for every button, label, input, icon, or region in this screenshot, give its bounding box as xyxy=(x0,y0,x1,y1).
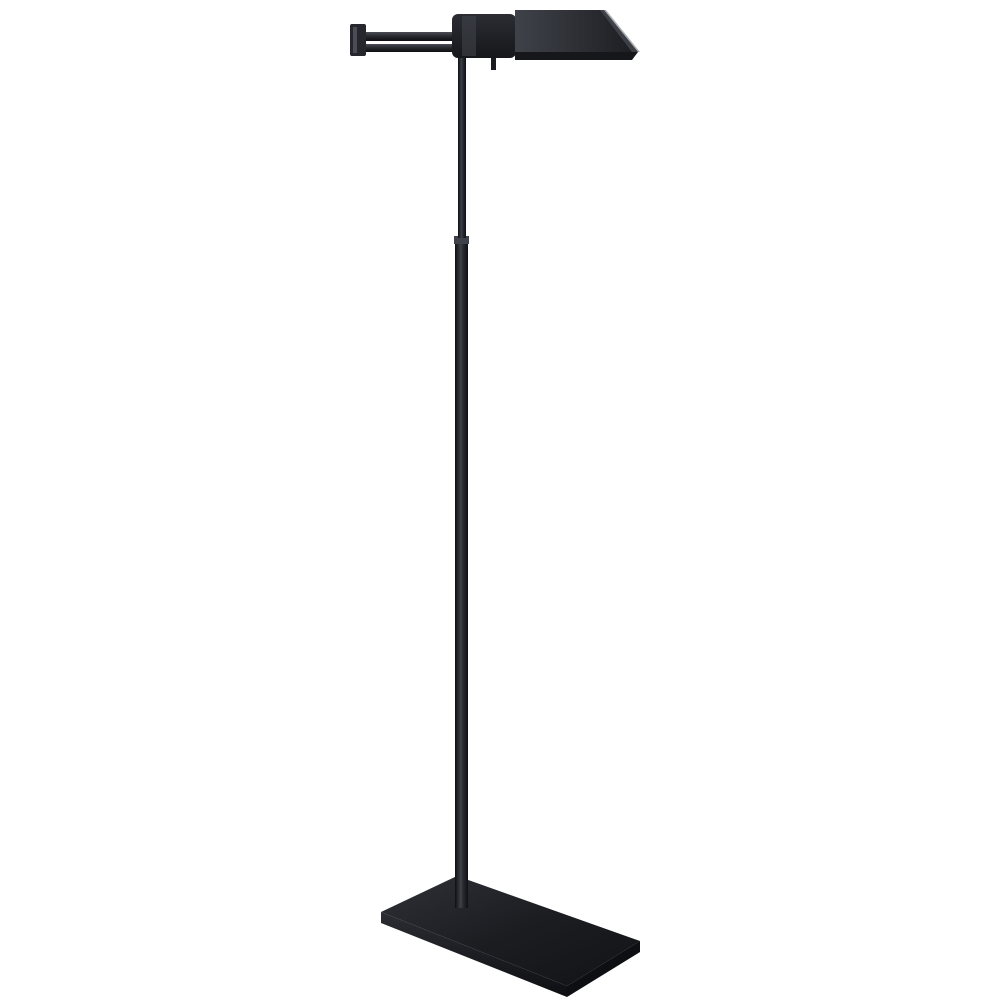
shade-front-face xyxy=(515,52,638,60)
lamp-base xyxy=(381,876,640,997)
shade-cylinder xyxy=(452,14,516,58)
shade-cylinder-highlight xyxy=(462,16,476,56)
arm-bar-lower xyxy=(360,44,466,52)
arm-pivot xyxy=(350,24,366,56)
lower-pole xyxy=(455,240,468,908)
upper-pole xyxy=(458,52,466,238)
shade-top-face xyxy=(515,10,638,52)
base-top-surface xyxy=(381,876,640,986)
arm-bar-upper xyxy=(360,32,460,41)
pull-switch xyxy=(491,56,496,70)
pole-collar xyxy=(454,236,469,244)
base-right-edge xyxy=(567,941,640,997)
shade-bevel-edge xyxy=(600,10,640,52)
arm-pivot-highlight xyxy=(353,27,357,53)
lamp-shade xyxy=(452,10,640,60)
base-front-edge xyxy=(381,912,567,997)
swing-arm xyxy=(350,24,496,70)
